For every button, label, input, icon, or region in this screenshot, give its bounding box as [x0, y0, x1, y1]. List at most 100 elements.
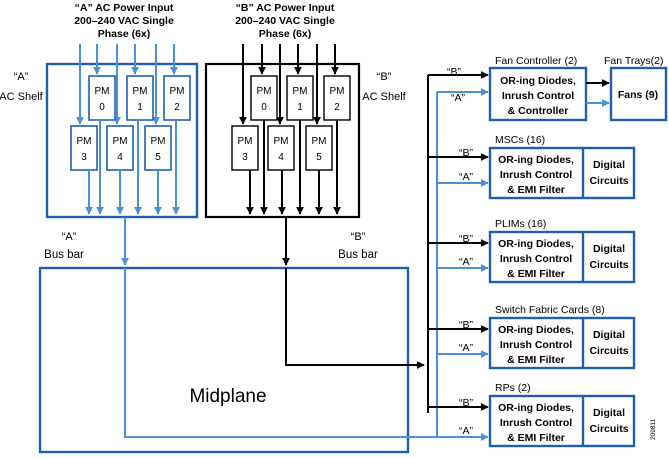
svg-text:OR-ing Diodes,: OR-ing Diodes, [498, 402, 574, 414]
svg-text:Digital: Digital [593, 407, 625, 419]
b-pm-1: PM 1 [286, 75, 314, 121]
svg-text:3: 3 [242, 152, 248, 163]
svg-text:0: 0 [99, 102, 105, 113]
svg-text:& Controller: & Controller [508, 105, 569, 117]
a-pm-0: PM 0 [88, 75, 116, 121]
svg-text:4: 4 [117, 152, 123, 163]
svg-text:“B”: “B” [459, 397, 474, 409]
svg-text:PM: PM [95, 86, 110, 97]
b-feed-route [285, 268, 425, 369]
a-pm-1: PM 1 [126, 75, 154, 121]
a-shelf-label: “A” AC Shelf [0, 71, 44, 103]
svg-text:Fan Controller (2): Fan Controller (2) [495, 55, 577, 67]
svg-text:AC Shelf: AC Shelf [362, 91, 406, 103]
svg-text:Phase (6x): Phase (6x) [259, 28, 312, 40]
unit-rps: RPs (2) OR-ing Diodes, Inrush Control & … [488, 382, 636, 448]
svg-text:Inrush Control: Inrush Control [500, 417, 572, 429]
svg-text:200–240 VAC Single: 200–240 VAC Single [74, 15, 174, 27]
svg-text:“A”: “A” [451, 92, 466, 104]
svg-text:5: 5 [316, 152, 322, 163]
svg-text:2: 2 [334, 102, 340, 113]
svg-text:Bus bar: Bus bar [44, 249, 84, 261]
svg-text:OR-ing Diodes,: OR-ing Diodes, [500, 75, 576, 87]
svg-text:Digital: Digital [593, 329, 625, 341]
svg-text:Inrush Control: Inrush Control [500, 339, 572, 351]
b-pm-2: PM 2 [323, 75, 351, 121]
svg-text:Digital: Digital [593, 159, 625, 171]
svg-text:PM: PM [151, 136, 166, 147]
svg-text:PM: PM [312, 136, 327, 147]
svg-text:4: 4 [278, 152, 284, 163]
svg-text:OR-ing Diodes,: OR-ing Diodes, [498, 238, 574, 250]
svg-text:& EMI Filter: & EMI Filter [507, 432, 565, 444]
svg-text:“A”: “A” [459, 342, 474, 354]
svg-text:Fans (9): Fans (9) [618, 89, 658, 101]
a-ac-shelf [45, 62, 199, 219]
svg-text:MSCs (16): MSCs (16) [495, 134, 545, 146]
svg-text:AC Shelf: AC Shelf [0, 91, 44, 103]
svg-text:Circuits: Circuits [589, 175, 628, 187]
svg-text:PM: PM [113, 136, 128, 147]
a-pm-2: PM 2 [163, 75, 191, 121]
unit-switch-fabric-cards: Switch Fabric Cards (8) OR-ing Diodes, I… [488, 304, 636, 370]
a-feed-route [124, 268, 437, 438]
a-input-arrows [76, 44, 178, 125]
b-pm-0: PM 0 [250, 75, 278, 121]
a-output-arrows [85, 120, 180, 215]
svg-text:Circuits: Circuits [589, 345, 628, 357]
svg-text:“A”: “A” [62, 231, 77, 243]
a-input-title: “A” AC Power Input 200–240 VAC Single Ph… [74, 2, 174, 40]
svg-text:“B”: “B” [459, 233, 474, 245]
svg-text:Circuits: Circuits [589, 259, 628, 271]
b-input-title: “B” AC Power Input 200–240 VAC Single Ph… [235, 2, 335, 40]
svg-text:“A”: “A” [459, 171, 474, 183]
svg-text:& EMI Filter: & EMI Filter [507, 268, 565, 280]
a-feed-branches [437, 88, 489, 441]
svg-text:PM: PM [238, 136, 253, 147]
b-shelf-label: “B” AC Shelf [362, 71, 406, 103]
svg-text:PM: PM [170, 86, 185, 97]
svg-text:& EMI Filter: & EMI Filter [507, 354, 565, 366]
b-output-arrows [246, 120, 341, 215]
unit-mscs: MSCs (16) OR-ing Diodes, Inrush Control … [488, 134, 636, 200]
svg-text:“B”: “B” [351, 231, 366, 243]
svg-text:“A”: “A” [459, 425, 474, 437]
svg-text:3: 3 [81, 152, 87, 163]
svg-text:Digital: Digital [593, 243, 625, 255]
svg-text:PM: PM [257, 86, 272, 97]
a-bus-bar-label: “A” Bus bar [44, 231, 84, 261]
svg-text:“B” AC Power Input: “B” AC Power Input [236, 2, 335, 14]
svg-text:PM: PM [274, 136, 289, 147]
svg-text:Phase (6x): Phase (6x) [98, 28, 151, 40]
svg-text:“A”: “A” [14, 71, 29, 83]
b-pm-5: PM 5 [305, 125, 333, 171]
svg-text:PLIMs (16): PLIMs (16) [495, 218, 546, 230]
svg-text:PM: PM [77, 136, 92, 147]
unit-fan-controller: Fan Controller (2) OR-ing Diodes, Inrush… [488, 55, 668, 122]
b-bus-bar-label: “B” Bus bar [338, 231, 378, 261]
svg-text:Switch Fabric Cards (8): Switch Fabric Cards (8) [495, 304, 605, 316]
figure-id: 209811 [650, 418, 657, 440]
svg-text:RPs (2): RPs (2) [495, 382, 531, 394]
svg-text:2: 2 [174, 102, 180, 113]
a-pm-3: PM 3 [70, 125, 98, 171]
svg-text:Inrush Control: Inrush Control [502, 90, 574, 102]
svg-text:5: 5 [155, 152, 161, 163]
svg-text:PM: PM [293, 86, 308, 97]
b-pm-4: PM 4 [267, 125, 295, 171]
svg-text:OR-ing Diodes,: OR-ing Diodes, [498, 154, 574, 166]
b-input-arrows [239, 44, 339, 125]
svg-text:“B”: “B” [459, 147, 474, 159]
svg-text:“B”: “B” [377, 71, 392, 83]
svg-text:Circuits: Circuits [589, 423, 628, 435]
b-ac-shelf [204, 62, 361, 219]
svg-text:& EMI Filter: & EMI Filter [507, 184, 565, 196]
svg-text:“B”: “B” [447, 66, 462, 78]
svg-text:PM: PM [133, 86, 148, 97]
unit-plims: PLIMs (16) OR-ing Diodes, Inrush Control… [488, 218, 636, 284]
svg-text:1: 1 [297, 102, 303, 113]
svg-text:Bus bar: Bus bar [338, 249, 378, 261]
svg-text:1: 1 [137, 102, 143, 113]
feed-labels: “B” “A” “B” “A” “B” “A” “B” “A” “B” “A” [447, 66, 474, 437]
